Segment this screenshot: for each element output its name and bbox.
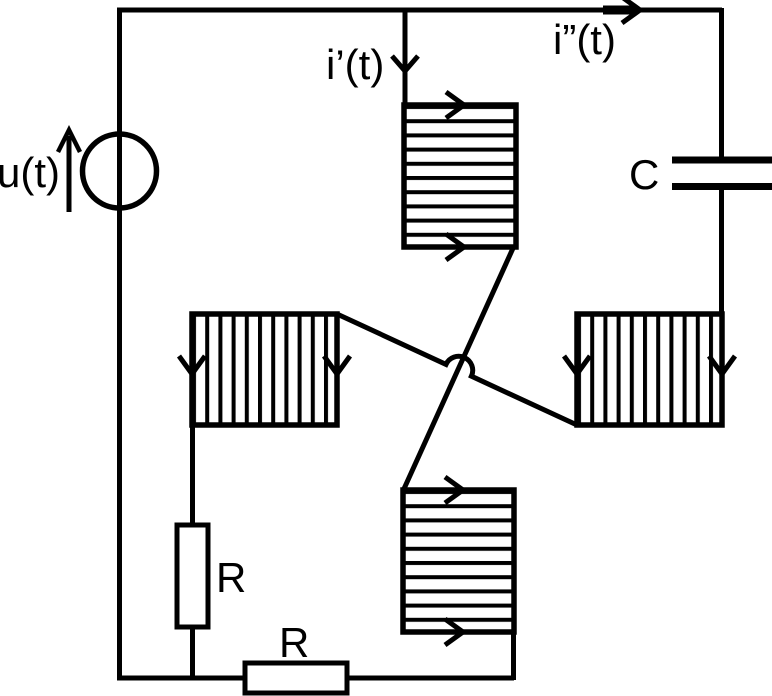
winding-bottom-body xyxy=(400,487,517,635)
winding-top-arrow-in-icon xyxy=(444,89,469,121)
winding-bottom-arrow-in-icon xyxy=(443,474,468,506)
winding-top-body xyxy=(401,102,519,250)
winding-left-body xyxy=(189,311,340,428)
capacitor-label: C xyxy=(629,151,659,198)
resistor-vertical: R xyxy=(174,522,246,630)
current-arrow-down-icon xyxy=(390,54,420,75)
connection-stubs xyxy=(190,423,516,680)
resistor-horizontal-body xyxy=(242,660,350,696)
winding-right-arrow-left-icon xyxy=(561,354,593,379)
winding-left xyxy=(176,311,353,428)
branch-right-current: i”(t) xyxy=(553,0,645,63)
resistor-vertical-body xyxy=(174,522,211,630)
voltage-source-label: u(t) xyxy=(0,149,60,196)
resistor-horizontal-label: R xyxy=(279,619,309,666)
resistor-horizontal: R xyxy=(242,619,350,696)
winding-right-arrow-right-icon xyxy=(706,354,738,379)
winding-bottom-arrow-out-icon xyxy=(443,616,468,648)
winding-left-arrow-left-icon xyxy=(176,354,208,379)
voltage-arrow-up-icon xyxy=(55,124,83,154)
winding-right-body xyxy=(574,311,725,428)
voltage-source: u(t) xyxy=(0,124,160,212)
branch-current-left-label: i’(t) xyxy=(326,41,384,88)
capacitor: C xyxy=(629,151,772,198)
winding-left-arrow-right-icon xyxy=(321,354,353,379)
winding-top-arrow-out-icon xyxy=(444,231,469,263)
branch-left-current: i’(t) xyxy=(326,8,420,107)
winding-bottom xyxy=(400,474,517,648)
cross-connection xyxy=(335,244,579,493)
diagonal-wire-steep xyxy=(400,244,517,493)
resistor-vertical-label: R xyxy=(216,554,246,601)
winding-top xyxy=(401,89,519,263)
winding-right xyxy=(561,311,738,428)
voltage-source-circle xyxy=(79,131,160,211)
diagonal-wire-shallow-with-hop-arc xyxy=(335,311,579,428)
current-arrow-right-icon xyxy=(620,0,645,26)
branch-current-right-label: i”(t) xyxy=(553,16,616,63)
